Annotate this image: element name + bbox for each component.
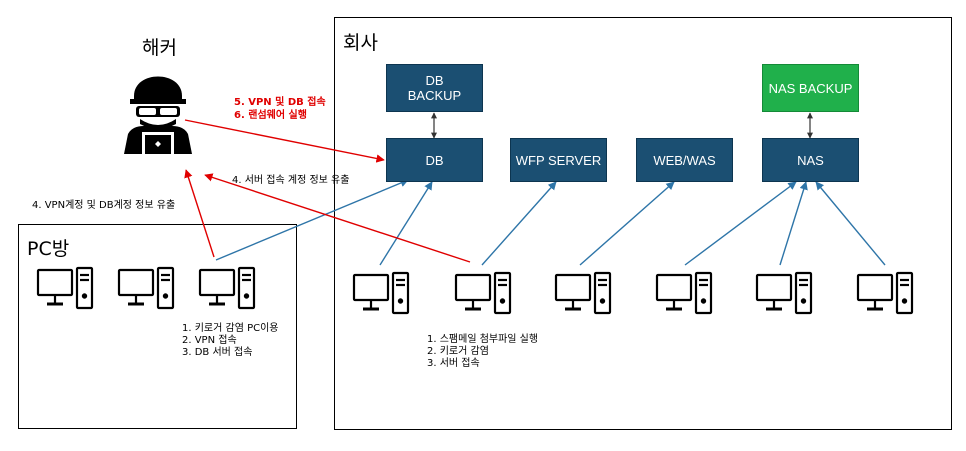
- server-leak-label: 4. 서버 접속 계정 정보 유출: [232, 175, 350, 186]
- link-pcroom-db: [215, 179, 409, 261]
- nas-backup-node: NAS BACKUP: [762, 64, 859, 112]
- desktop-pc-icon: [454, 271, 512, 315]
- leak-link-vpn: [184, 169, 215, 258]
- desktop-pc-icon: [117, 266, 175, 310]
- desktop-pc-icon: [198, 266, 256, 310]
- company-steps: 1. 스팸메일 첨부파일 실행 2. 키로거 감염 3. 서버 접속: [427, 334, 539, 369]
- leak-link-server: [204, 173, 471, 263]
- attack-link-db: [184, 119, 385, 163]
- link-pc5-nas: [779, 181, 808, 266]
- db-node: DB: [386, 138, 483, 182]
- vpn-leak-label: 4. VPN계정 및 DB계정 정보 유출: [32, 200, 176, 211]
- desktop-pc-icon: [554, 271, 612, 315]
- desktop-pc-icon: [352, 271, 410, 315]
- wfp-server-node: WFP SERVER: [510, 138, 607, 182]
- attack-step-6: 6. 랜섬웨어 실행: [234, 110, 307, 121]
- hacker-title: 해커: [142, 37, 177, 59]
- web-was-node: WEB/WAS: [636, 138, 733, 182]
- attack-step-5: 5. VPN 및 DB 접속: [234, 97, 326, 108]
- desktop-pc-icon: [755, 271, 813, 315]
- link-pc3-web: [579, 181, 675, 266]
- hacker-icon: [124, 76, 192, 154]
- pcroom-title: PC방: [27, 238, 70, 260]
- desktop-pc-icon: [655, 271, 713, 315]
- pc-room-boundary: [18, 224, 297, 429]
- company-title: 회사: [343, 32, 378, 54]
- db-backup-node: DB BACKUP: [386, 64, 483, 112]
- link-pc-db: [379, 181, 433, 266]
- link-pc6-nas: [815, 181, 886, 266]
- pcroom-steps: 1. 키로거 감염 PC이용 2. VPN 접속 3. DB 서버 접속: [182, 323, 279, 358]
- desktop-pc-icon: [856, 271, 914, 315]
- link-pc4-nas: [684, 181, 797, 266]
- link-pc2-wfp: [481, 181, 557, 266]
- desktop-pc-icon: [36, 266, 94, 310]
- nas-node: NAS: [762, 138, 859, 182]
